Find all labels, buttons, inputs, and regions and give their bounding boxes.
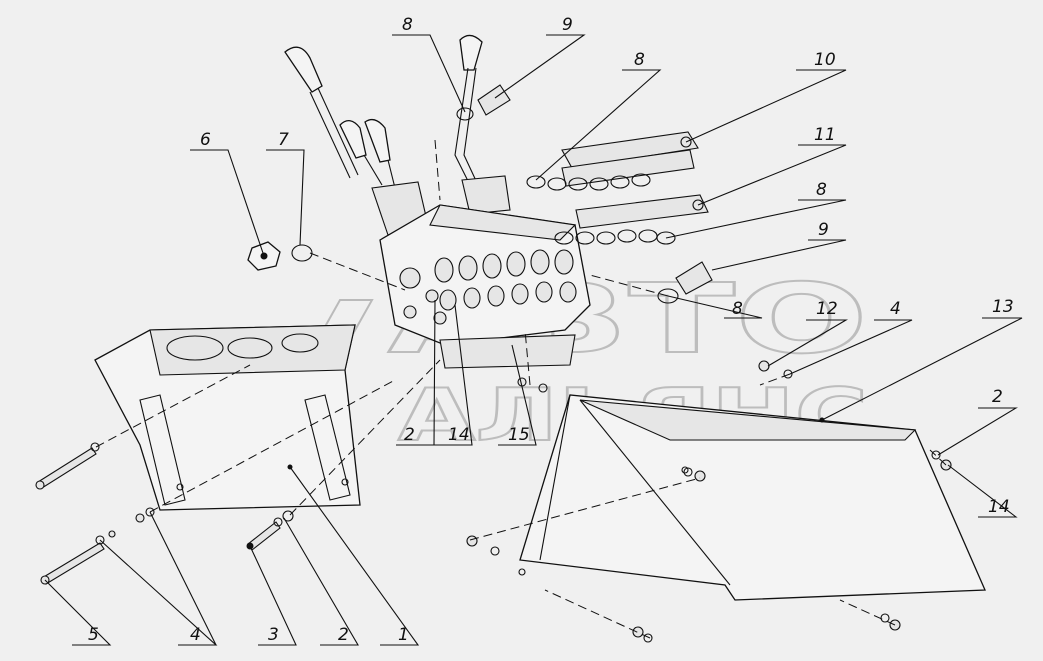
- callout-labels: 1 2 3 4 5 6 7 8 9 8 10 11 8 9 8 12 4 13 …: [88, 15, 1014, 645]
- callout-5: 5: [88, 625, 99, 645]
- callout-2-center: 2: [404, 425, 415, 445]
- callout-9-top: 9: [562, 15, 573, 35]
- callout-2-bottom: 2: [338, 625, 349, 645]
- rings-lower: [554, 229, 676, 245]
- callout-9-right: 9: [818, 220, 829, 240]
- callout-8-top: 8: [402, 15, 413, 35]
- callout-6: 6: [200, 130, 211, 150]
- callout-12: 12: [816, 299, 838, 319]
- left-cover: [94, 324, 361, 511]
- callout-13: 13: [992, 297, 1014, 317]
- fitting-9-right: [657, 261, 713, 304]
- callout-11: 11: [814, 125, 836, 145]
- callout-4-bottom: 4: [190, 625, 201, 645]
- callout-2-right: 2: [992, 387, 1003, 407]
- fitting-row-upper: [561, 131, 699, 187]
- control-valve-assembly: [284, 34, 591, 369]
- callout-7: 7: [278, 130, 289, 150]
- assembly-axes: [95, 139, 947, 639]
- leader-lines: [44, 34, 1023, 646]
- callout-4-right: 4: [890, 299, 901, 319]
- fasteners-left: [35, 442, 294, 585]
- callout-8-right: 8: [732, 299, 743, 319]
- ring-7: [291, 244, 313, 262]
- callout-14-right: 14: [988, 497, 1010, 517]
- callout-8-middle: 8: [816, 180, 827, 200]
- callout-3: 3: [268, 625, 279, 645]
- callout-1: 1: [398, 625, 409, 645]
- rings-upper: [526, 173, 651, 191]
- callout-10: 10: [814, 50, 836, 70]
- callout-14-center: 14: [448, 425, 470, 445]
- right-cover: [518, 394, 986, 601]
- callout-15: 15: [508, 425, 530, 445]
- valve-sections: [434, 249, 577, 311]
- fasteners-right: [466, 360, 952, 643]
- callout-8-upper: 8: [634, 50, 645, 70]
- fitting-row-lower: [575, 194, 709, 229]
